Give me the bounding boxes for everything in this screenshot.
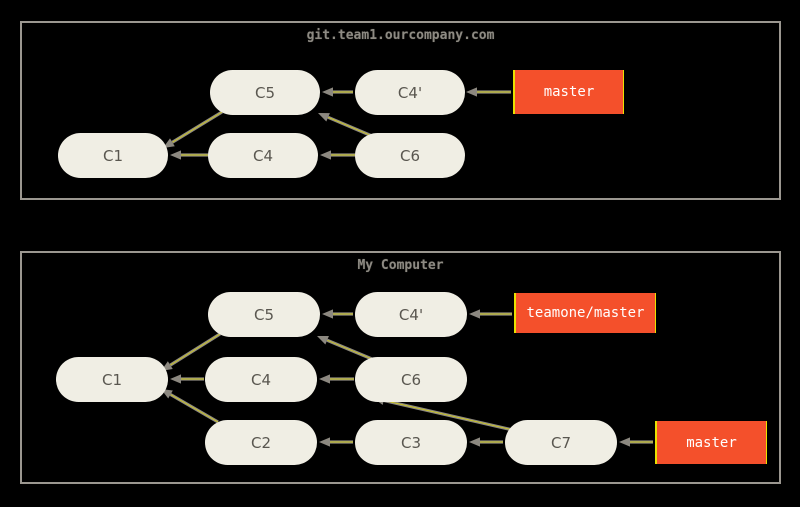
commit-node-b-c4[interactable]: C4 bbox=[205, 357, 317, 402]
panel-remote-title: git.team1.ourcompany.com bbox=[306, 28, 495, 43]
edge-b-teamone-to-b-c4p bbox=[469, 309, 512, 319]
commit-node-b-c7[interactable]: C7 bbox=[505, 420, 617, 465]
commit-node-label: C5 bbox=[254, 83, 276, 102]
commit-node-label: C3 bbox=[400, 433, 422, 452]
commit-node-label: C1 bbox=[102, 146, 124, 165]
ref-label-text: master bbox=[686, 434, 737, 451]
commit-node-b-c2[interactable]: C2 bbox=[205, 420, 317, 465]
commit-node-t-c4p[interactable]: C4' bbox=[355, 70, 465, 115]
commit-node-label: C5 bbox=[253, 305, 275, 324]
edge-b-c3-to-b-c2 bbox=[319, 437, 353, 447]
edge-t-c6-to-t-c5 bbox=[318, 113, 373, 138]
commit-node-t-c4[interactable]: C4 bbox=[208, 133, 318, 178]
commit-node-label: C4' bbox=[398, 305, 424, 324]
edge-b-master-to-b-c7 bbox=[619, 437, 653, 447]
edge-b-c7-to-b-c3 bbox=[469, 437, 503, 447]
panel-local-title: My Computer bbox=[357, 258, 444, 273]
commit-node-label: C6 bbox=[399, 146, 421, 165]
commit-node-t-c5[interactable]: C5 bbox=[210, 70, 320, 115]
commit-node-label: C2 bbox=[250, 433, 272, 452]
commit-node-t-c6[interactable]: C6 bbox=[355, 133, 465, 178]
edge-b-c6-to-b-c4 bbox=[319, 374, 354, 384]
commit-node-label: C6 bbox=[400, 370, 422, 389]
ref-label-t-master[interactable]: master bbox=[513, 70, 624, 114]
commit-node-label: C4 bbox=[252, 146, 274, 165]
ref-label-b-teamone[interactable]: teamone/master bbox=[514, 293, 656, 333]
commit-node-label: C4' bbox=[397, 83, 423, 102]
commit-node-t-c1[interactable]: C1 bbox=[58, 133, 168, 178]
commit-node-b-c4p[interactable]: C4' bbox=[355, 292, 467, 337]
commit-node-label: C4 bbox=[250, 370, 272, 389]
edge-b-c4p-to-b-c5 bbox=[322, 309, 353, 319]
ref-label-text: teamone/master bbox=[526, 305, 645, 321]
commit-node-label: C7 bbox=[550, 433, 572, 452]
commit-node-b-c3[interactable]: C3 bbox=[355, 420, 467, 465]
edge-b-c6-to-b-c5 bbox=[317, 336, 373, 361]
ref-label-b-master[interactable]: master bbox=[655, 421, 767, 464]
panel-remote-server bbox=[20, 21, 781, 200]
commit-node-b-c6[interactable]: C6 bbox=[355, 357, 467, 402]
edge-t-master-to-t-c4p bbox=[466, 87, 511, 97]
edge-b-c4-to-b-c1 bbox=[170, 374, 204, 384]
edge-t-c4p-to-t-c5 bbox=[322, 87, 353, 97]
edge-t-c6-to-t-c4 bbox=[320, 150, 355, 160]
commit-node-b-c5[interactable]: C5 bbox=[208, 292, 320, 337]
commit-node-label: C1 bbox=[101, 370, 123, 389]
commit-node-b-c1[interactable]: C1 bbox=[56, 357, 168, 402]
panel-my-computer bbox=[20, 251, 781, 484]
edge-t-c4-to-t-c1 bbox=[170, 150, 208, 160]
ref-label-text: master bbox=[543, 84, 595, 100]
